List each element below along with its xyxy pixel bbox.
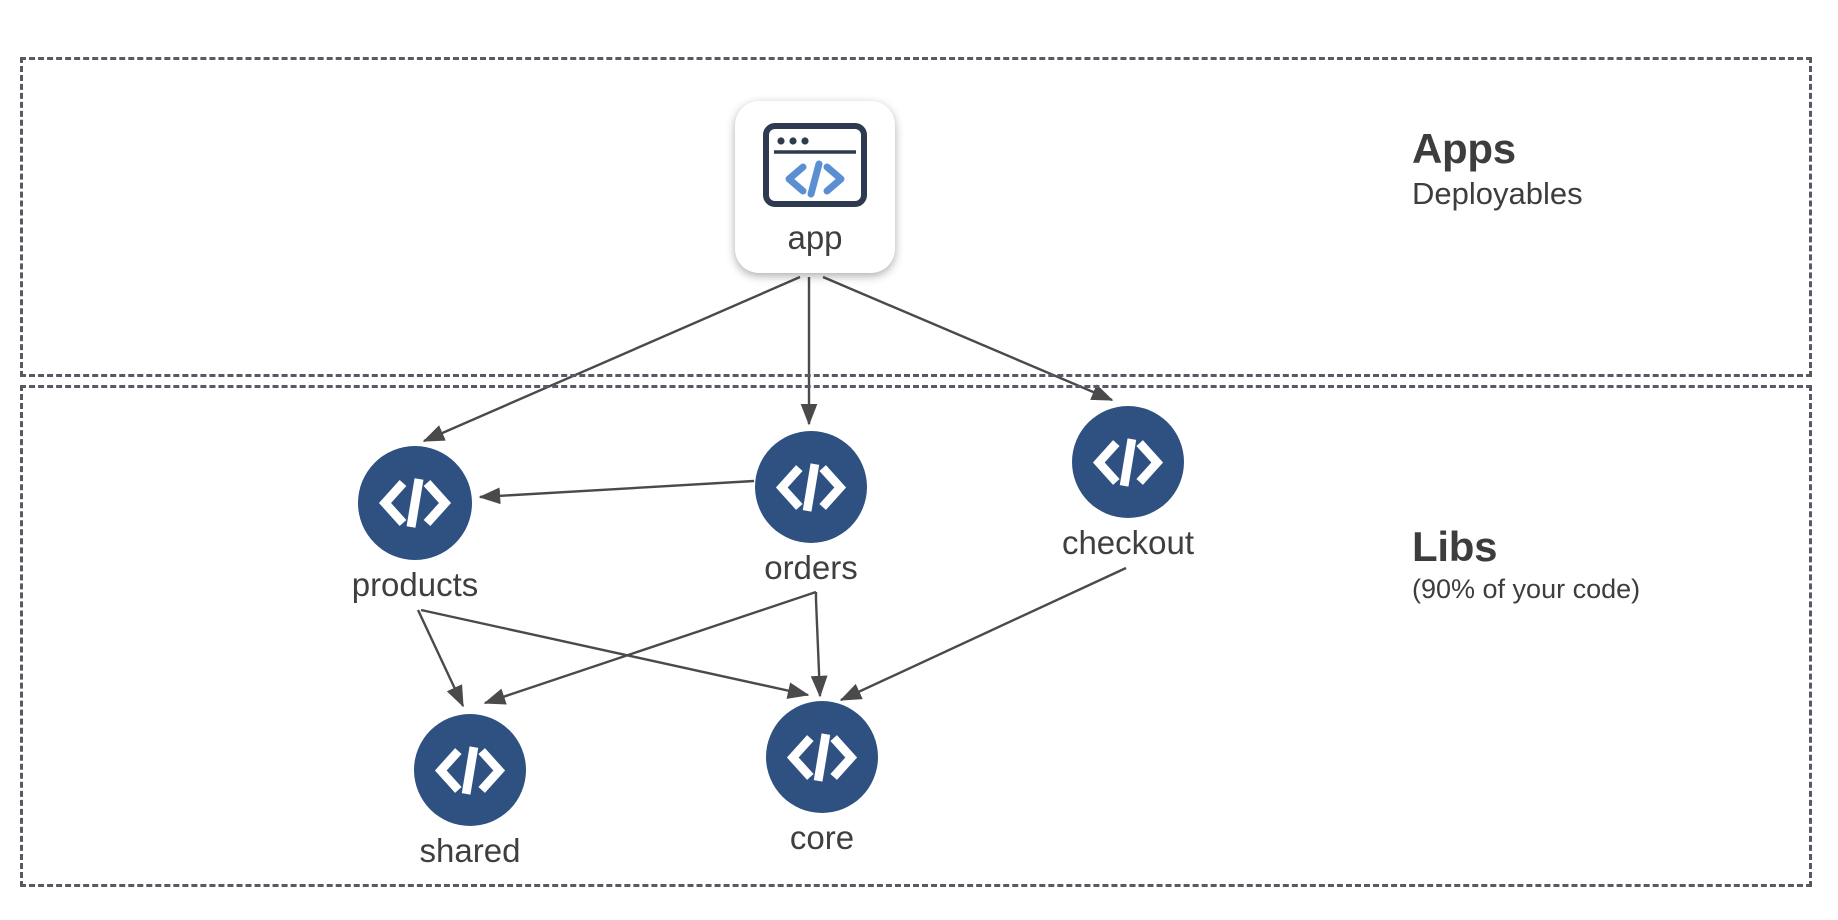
node-orders[interactable]: orders bbox=[755, 431, 867, 584]
node-checkout[interactable]: checkout bbox=[1062, 406, 1194, 559]
node-shared-label: shared bbox=[419, 832, 521, 869]
browser-code-icon bbox=[763, 123, 867, 212]
zone-apps-caption: Apps Deployables bbox=[1412, 127, 1583, 212]
node-core-label: core bbox=[789, 819, 855, 856]
node-shared[interactable]: shared bbox=[414, 714, 526, 867]
node-checkout-label: checkout bbox=[1061, 524, 1195, 561]
edge-orders-core bbox=[810, 592, 828, 698]
edge-app-products bbox=[422, 275, 801, 443]
edge-checkout-core bbox=[839, 566, 1127, 702]
code-brackets-icon bbox=[766, 701, 878, 813]
code-brackets-icon bbox=[755, 431, 867, 543]
zone-libs-subtitle: (90% of your code) bbox=[1412, 573, 1641, 604]
node-app-label: app bbox=[787, 219, 843, 256]
zone-libs-caption: Libs (90% of your code) bbox=[1412, 525, 1640, 605]
node-orders-label: orders bbox=[764, 549, 858, 586]
edge-orders-shared bbox=[483, 590, 817, 705]
edge-products-shared bbox=[416, 609, 465, 708]
node-products[interactable]: products bbox=[352, 446, 478, 601]
code-brackets-icon bbox=[414, 714, 526, 826]
edge-app-checkout bbox=[822, 275, 1114, 402]
node-app[interactable]: app bbox=[735, 101, 895, 273]
edge-products-core bbox=[420, 608, 810, 699]
code-brackets-icon bbox=[358, 446, 472, 560]
edge-orders-products bbox=[478, 479, 755, 505]
node-core[interactable]: core bbox=[766, 701, 878, 854]
zone-apps-subtitle: Deployables bbox=[1412, 175, 1583, 211]
node-products-label: products bbox=[351, 566, 479, 603]
zone-libs-title: Libs bbox=[1412, 523, 1498, 570]
zone-apps-title: Apps bbox=[1412, 125, 1516, 172]
code-brackets-icon bbox=[1072, 406, 1184, 518]
